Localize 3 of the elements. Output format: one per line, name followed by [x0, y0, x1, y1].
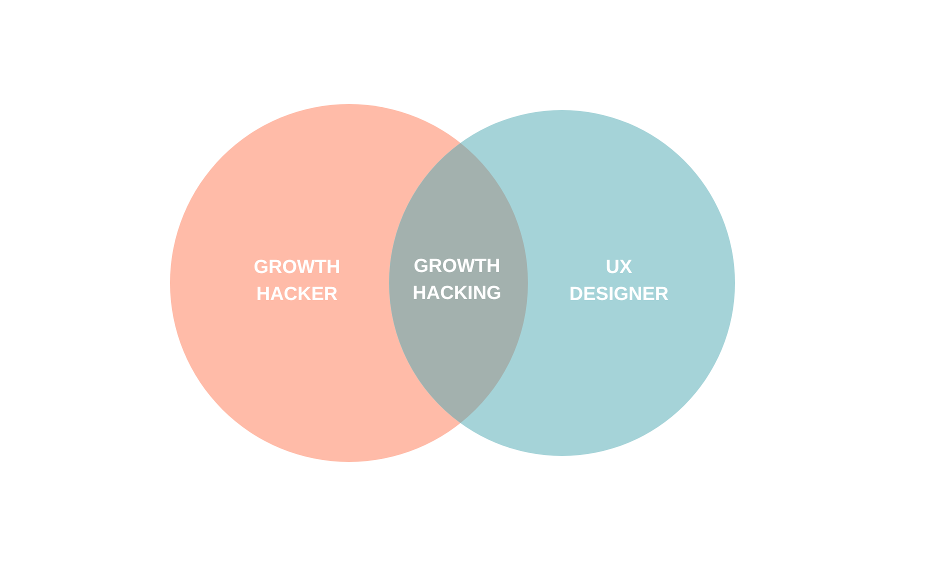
circle-label: UX DESIGNER: [568, 256, 670, 307]
circle-label: GROWTH HACKING: [412, 255, 502, 306]
circle-label: GROWTH HACKER: [252, 256, 342, 307]
